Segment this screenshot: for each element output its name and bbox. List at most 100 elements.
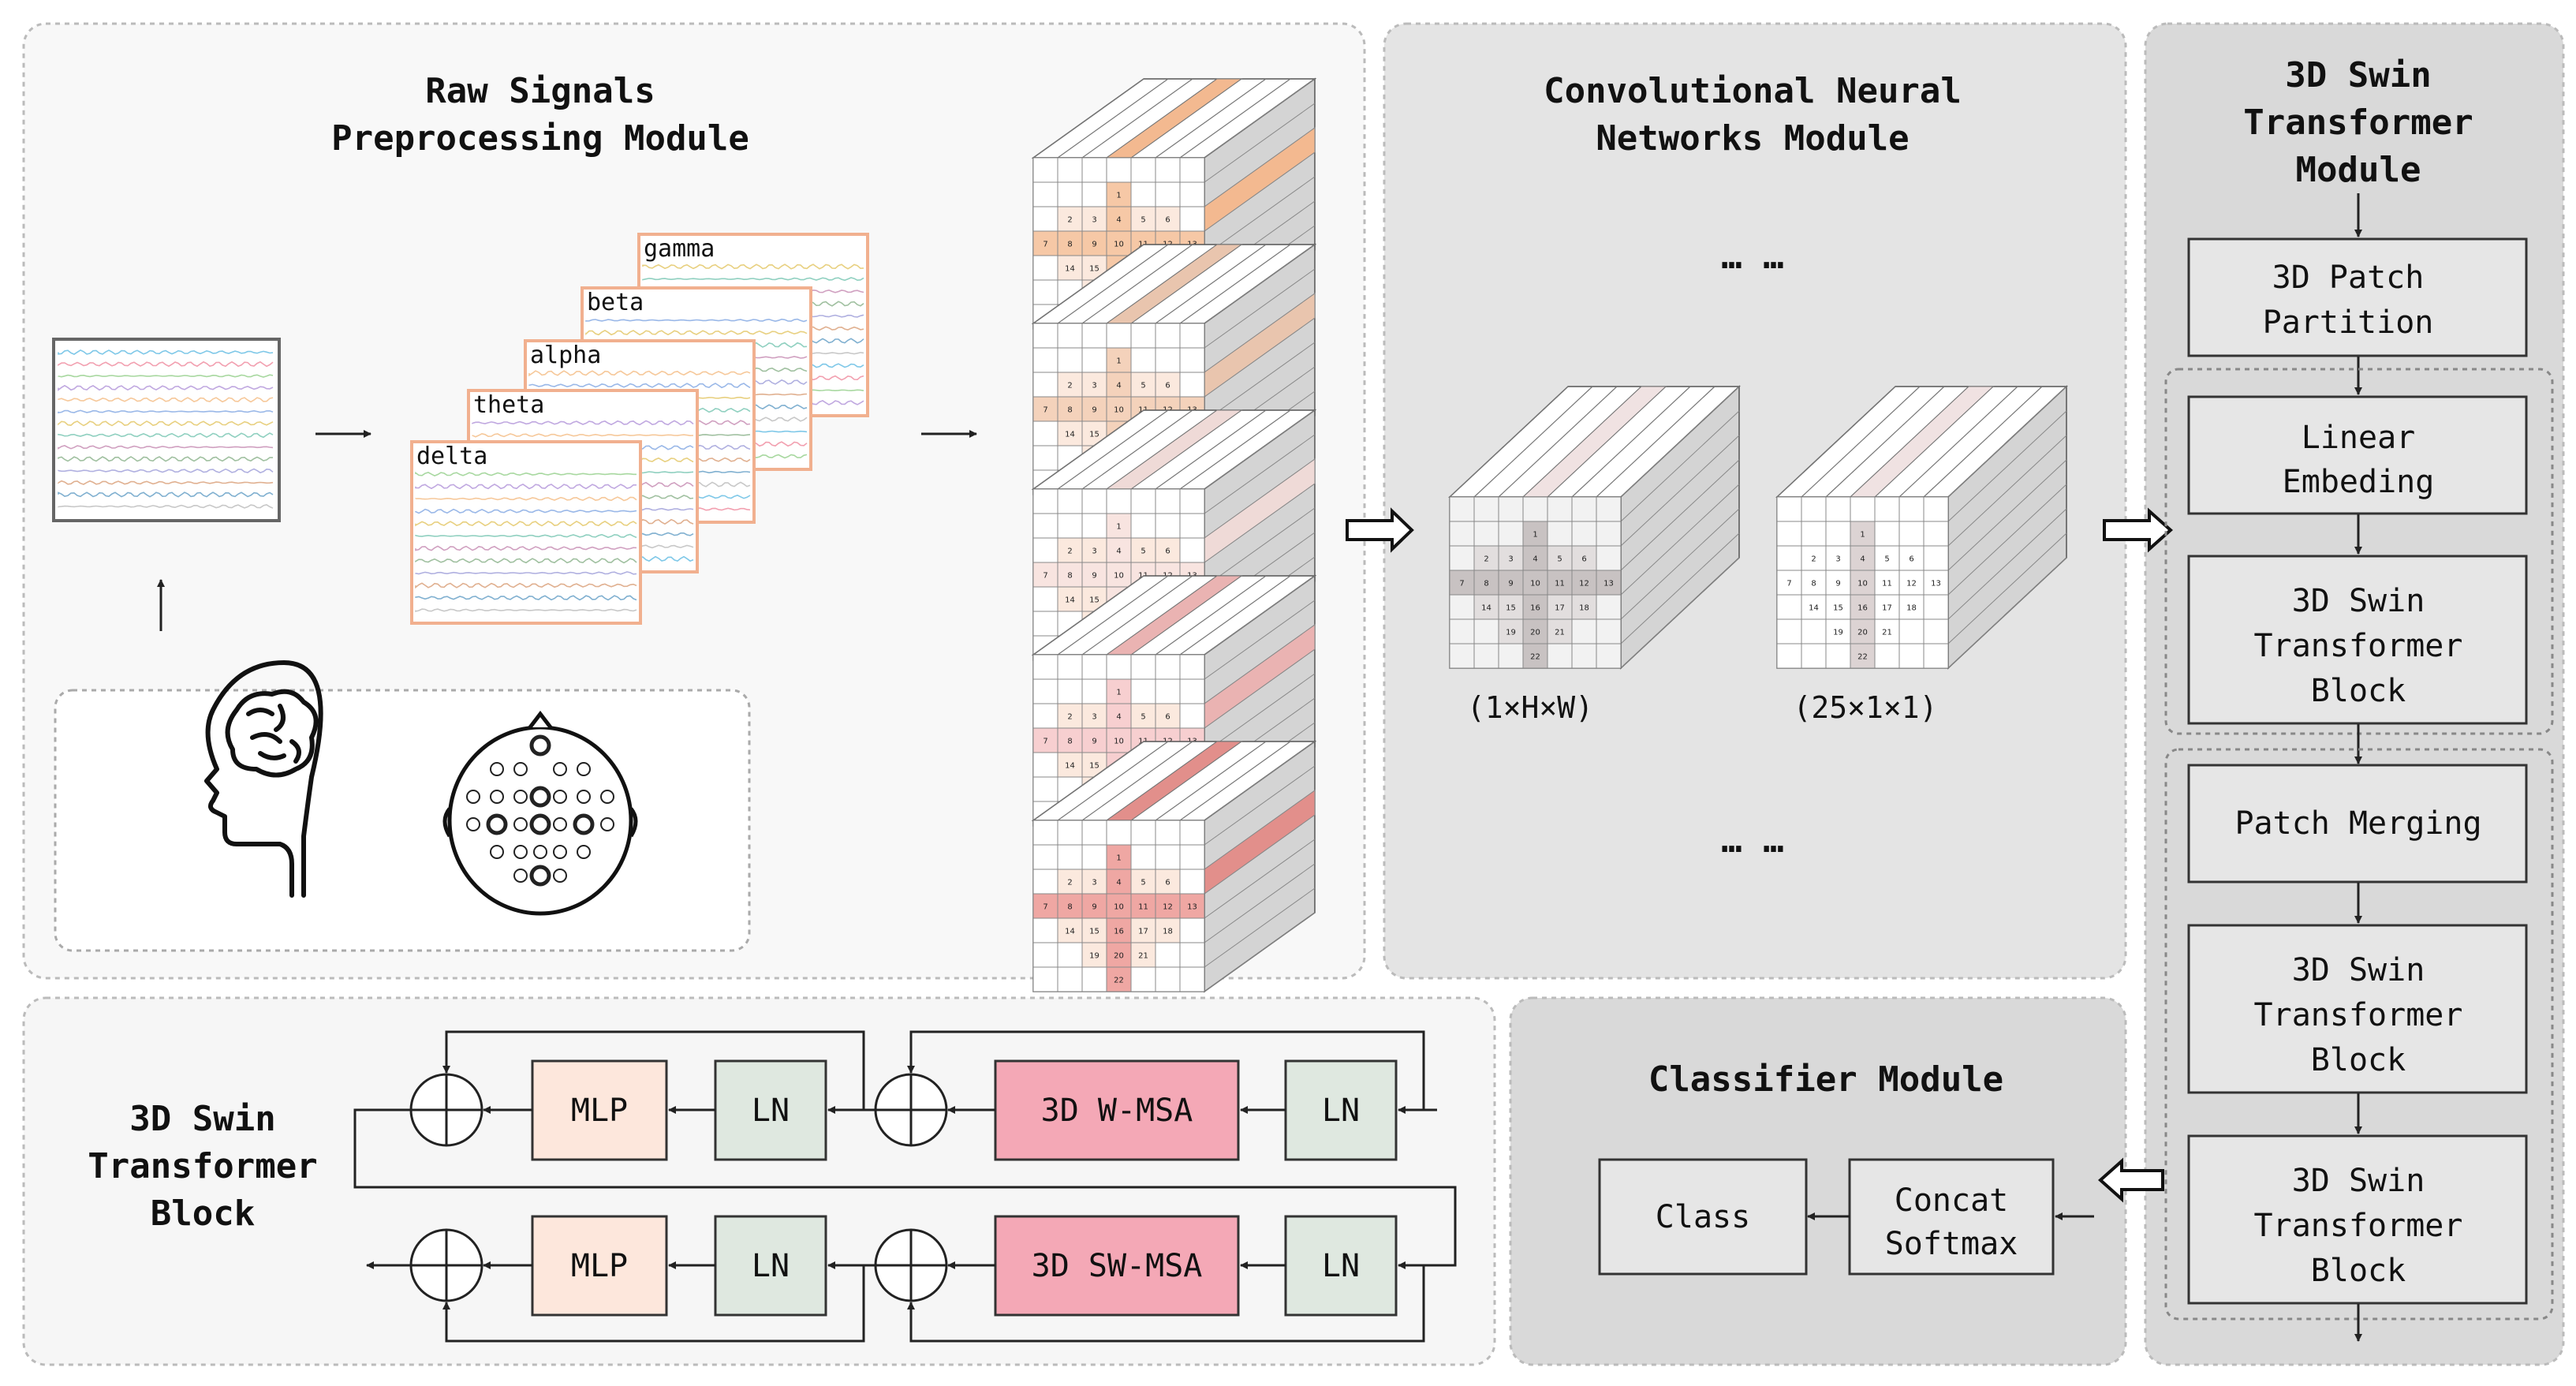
grid-cell-label: 4 bbox=[1116, 216, 1121, 225]
linear-embedding-line2: Embeding bbox=[2283, 464, 2435, 500]
grid-cell-label: 5 bbox=[1141, 713, 1145, 722]
raw-eeg-waves bbox=[58, 349, 274, 509]
grid-cell-label: 4 bbox=[1116, 713, 1121, 722]
electrode-grid-stack: 1234567891011121314151617181920212212345… bbox=[1031, 77, 1317, 993]
grid-cell-label: 9 bbox=[1092, 406, 1096, 415]
grid-cell-label: 4 bbox=[1116, 382, 1121, 390]
grid-cell-label: 4 bbox=[1116, 547, 1121, 556]
acquisition-box bbox=[54, 689, 751, 952]
swin-block-box-2 bbox=[2187, 924, 2528, 1094]
electrode bbox=[553, 869, 567, 883]
electrode bbox=[490, 790, 504, 804]
grid-cell-label: 3 bbox=[1092, 382, 1096, 390]
eeg-wave-trace bbox=[415, 533, 637, 539]
electrode bbox=[513, 817, 528, 831]
patch-partition-line1: 3D Patch bbox=[2272, 260, 2425, 296]
eeg-wave-trace bbox=[58, 480, 274, 485]
grid-cell-label: 15 bbox=[1089, 596, 1099, 605]
grid-cell-label: 8 bbox=[1067, 572, 1072, 581]
grid-cell-label: 4 bbox=[1860, 555, 1865, 564]
grid-cell-label: 17 bbox=[1882, 604, 1892, 613]
eeg-wave-trace bbox=[415, 520, 637, 527]
grid-cell-label: 7 bbox=[1459, 580, 1464, 588]
grid-cell-label: 13 bbox=[1603, 580, 1614, 588]
grid-cell-label: 6 bbox=[1165, 713, 1170, 722]
grid-cell-label: 5 bbox=[1557, 555, 1562, 564]
ln-box-row2-a bbox=[714, 1215, 827, 1317]
ln-box-row1-b bbox=[1284, 1059, 1398, 1161]
grid-cell-label: 18 bbox=[1163, 928, 1173, 936]
electrode bbox=[486, 813, 508, 835]
grid-cell-label: 6 bbox=[1165, 216, 1170, 225]
electrode bbox=[513, 845, 528, 859]
grid-cell-label: 5 bbox=[1141, 216, 1145, 225]
eeg-wave-trace bbox=[472, 432, 694, 438]
grid-cell-label: 8 bbox=[1067, 241, 1072, 249]
swin-block-3-line2: Transformer bbox=[2254, 1208, 2463, 1244]
electrode bbox=[553, 817, 567, 831]
class-label: Class bbox=[1656, 1199, 1750, 1235]
eeg-wave-trace bbox=[415, 496, 637, 502]
grid-cell-label: 19 bbox=[1833, 629, 1843, 637]
grid-cell-label: 7 bbox=[1043, 572, 1047, 581]
cnn-ellipsis-top: … … bbox=[1721, 237, 1783, 277]
grid-cell-label: 14 bbox=[1065, 762, 1075, 771]
linear-embedding-line1: Linear bbox=[2302, 420, 2416, 456]
grid-cell-label: 20 bbox=[1114, 952, 1124, 961]
grid-cell-label: 14 bbox=[1809, 604, 1819, 613]
electrode bbox=[529, 734, 551, 757]
grid-cell-label: 3 bbox=[1092, 713, 1096, 722]
electrode bbox=[490, 845, 504, 859]
grid-cell-label: 14 bbox=[1065, 928, 1075, 936]
electrode bbox=[577, 762, 591, 776]
swin-block-2-line1: 3D Swin bbox=[2292, 952, 2425, 988]
swin-block-1-line2: Transformer bbox=[2254, 628, 2463, 664]
residual-add-icon bbox=[874, 1228, 948, 1302]
electrode bbox=[553, 845, 567, 859]
grid-cell-label: 20 bbox=[1530, 629, 1540, 637]
grid-cell-label: 5 bbox=[1141, 879, 1145, 887]
swin-module-title-line1: 3D Swin bbox=[2285, 55, 2431, 95]
grid-cell-label: 2 bbox=[1811, 555, 1816, 564]
raw-eeg-signal bbox=[52, 338, 281, 522]
grid-cell-label: 19 bbox=[1089, 952, 1099, 961]
electrode bbox=[577, 845, 591, 859]
grid-cell-label: 21 bbox=[1882, 629, 1892, 637]
eeg-wave-trace bbox=[415, 595, 637, 601]
eeg-wave-trace bbox=[58, 445, 274, 450]
grid-cell-label: 8 bbox=[1067, 903, 1072, 912]
grid-cell-label: 9 bbox=[1835, 580, 1840, 588]
swin-block-1-line1: 3D Swin bbox=[2292, 583, 2425, 619]
electrode bbox=[513, 869, 528, 883]
patch-partition-box bbox=[2187, 237, 2528, 357]
grid-cell-label: 2 bbox=[1067, 713, 1072, 722]
grid-cell-label: 9 bbox=[1092, 903, 1096, 912]
grid-cell-label: 8 bbox=[1067, 738, 1072, 746]
linear-embedding-box bbox=[2187, 395, 2528, 515]
eeg-wave-trace bbox=[528, 383, 751, 389]
swin-block-1-line3: Block bbox=[2311, 673, 2406, 709]
grid-cell-label: 11 bbox=[1882, 580, 1892, 588]
mlp-label-row1: MLP bbox=[571, 1093, 628, 1129]
grid-cell-label: 6 bbox=[1165, 382, 1170, 390]
brain-head-icon bbox=[204, 660, 323, 898]
grid-cell-label: 7 bbox=[1043, 241, 1047, 249]
grid-cell-label: 22 bbox=[1857, 653, 1868, 662]
grid-cell-label: 2 bbox=[1067, 216, 1072, 225]
eeg-wave-trace bbox=[415, 558, 637, 564]
grid-cell-label: 4 bbox=[1116, 879, 1121, 887]
grid-cell-label: 1 bbox=[1116, 689, 1121, 697]
electrode bbox=[513, 790, 528, 804]
grid-cell-label: 3 bbox=[1092, 547, 1096, 556]
patch-merging-box bbox=[2187, 764, 2528, 884]
grid-cell-label: 5 bbox=[1141, 547, 1145, 556]
electrode bbox=[466, 790, 480, 804]
mlp-label-row2: MLP bbox=[571, 1248, 628, 1284]
swin-module-title-line2: Transformer bbox=[2243, 103, 2473, 143]
eeg-wave-trace bbox=[585, 329, 808, 336]
swin-block-2-line2: Transformer bbox=[2254, 997, 2463, 1033]
eeg-wave-trace bbox=[58, 384, 274, 391]
eeg-wave-trace bbox=[528, 370, 751, 377]
